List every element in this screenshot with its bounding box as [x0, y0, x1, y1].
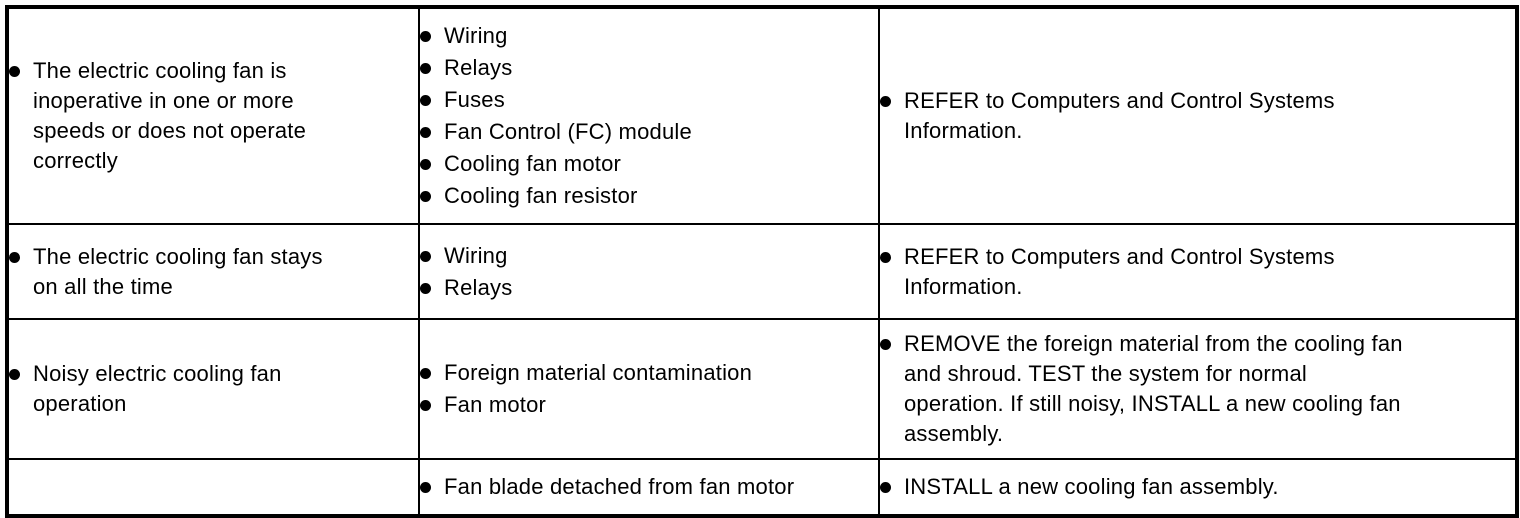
- bullet-icon: [420, 400, 431, 411]
- list-item: Cooling fan resistor: [420, 181, 868, 211]
- list-item-text: Cooling fan resistor: [444, 183, 638, 208]
- bullet-icon: [9, 369, 20, 380]
- possible-sources-cell: Foreign material contamination Fan motor: [418, 318, 880, 460]
- list-item: Wiring: [420, 241, 868, 271]
- condition-list: Noisy electric cooling fan operation: [9, 359, 408, 419]
- bullet-icon: [880, 251, 891, 263]
- bullet-icon: [420, 31, 431, 42]
- action-cell: REFER to Computers and Control Systems I…: [878, 6, 1518, 225]
- bullet-icon: [880, 339, 891, 350]
- bullet-icon: [420, 282, 431, 294]
- list-item-text: Noisy electric cooling fan operation: [33, 361, 282, 416]
- bullet-icon: [880, 482, 891, 493]
- list-item: Cooling fan motor: [420, 149, 868, 179]
- table-row: The electric cooling fan is inoperative …: [6, 6, 1518, 225]
- list-item: Fan Control (FC) module: [420, 117, 868, 147]
- bullet-icon: [880, 96, 891, 107]
- action-list: REMOVE the foreign material from the coo…: [880, 329, 1505, 449]
- action-cell: REFER to Computers and Control Systems I…: [878, 223, 1518, 320]
- sources-list: Fan blade detached from fan motor: [420, 472, 868, 502]
- list-item-text: Wiring: [444, 23, 508, 48]
- possible-sources-cell: Wiring Relays: [418, 223, 880, 320]
- table-row: The electric cooling fan stays on all th…: [6, 223, 1518, 320]
- list-item-text: The electric cooling fan stays on all th…: [33, 243, 323, 299]
- condition-cell: The electric cooling fan is inoperative …: [6, 6, 420, 225]
- list-item: Fan motor: [420, 390, 868, 420]
- table-row: Fan blade detached from fan motor INSTAL…: [6, 458, 1518, 517]
- list-item: REFER to Computers and Control Systems I…: [880, 242, 1505, 302]
- list-item-text: Fan Control (FC) module: [444, 119, 692, 144]
- action-list: INSTALL a new cooling fan assembly.: [880, 472, 1505, 502]
- action-list: REFER to Computers and Control Systems I…: [880, 86, 1505, 146]
- document-page: The electric cooling fan is inoperative …: [5, 5, 1519, 518]
- list-item-text: The electric cooling fan is inoperative …: [33, 58, 307, 173]
- list-item-text: Fan blade detached from fan motor: [444, 474, 795, 499]
- list-item-text: Fan motor: [444, 392, 547, 417]
- list-item: Foreign material contamination: [420, 358, 868, 388]
- possible-sources-cell: Fan blade detached from fan motor: [418, 458, 880, 517]
- bullet-icon: [420, 191, 431, 202]
- sources-list: Wiring Relays: [420, 241, 868, 303]
- table-row: Noisy electric cooling fan operation For…: [6, 318, 1518, 460]
- action-cell: REMOVE the foreign material from the coo…: [878, 318, 1518, 460]
- list-item: Fuses: [420, 85, 868, 115]
- condition-cell-empty: [6, 458, 420, 517]
- action-cell: INSTALL a new cooling fan assembly.: [878, 458, 1518, 517]
- list-item-text: REFER to Computers and Control Systems I…: [904, 88, 1335, 143]
- list-item: Fan blade detached from fan motor: [420, 472, 868, 502]
- sources-list: Wiring Relays Fuses Fan Control (FC) mod…: [420, 21, 868, 211]
- list-item: REFER to Computers and Control Systems I…: [880, 86, 1505, 146]
- bullet-icon: [420, 127, 431, 138]
- condition-cell: Noisy electric cooling fan operation: [6, 318, 420, 460]
- list-item-text: Fuses: [444, 87, 505, 112]
- list-item: INSTALL a new cooling fan assembly.: [880, 472, 1505, 502]
- list-item: Noisy electric cooling fan operation: [9, 359, 408, 419]
- sources-list: Foreign material contamination Fan motor: [420, 358, 868, 420]
- bullet-icon: [420, 482, 431, 493]
- list-item-text: Foreign material contamination: [444, 360, 753, 385]
- list-item-text: REMOVE the foreign material from the coo…: [904, 331, 1403, 446]
- list-item: REMOVE the foreign material from the coo…: [880, 329, 1505, 449]
- list-item: Wiring: [420, 21, 868, 51]
- bullet-icon: [9, 251, 20, 263]
- list-item-text: INSTALL a new cooling fan assembly.: [904, 474, 1279, 499]
- bullet-icon: [420, 95, 431, 106]
- bullet-icon: [420, 250, 431, 262]
- list-item-text: REFER to Computers and Control Systems I…: [904, 243, 1335, 299]
- list-item: Relays: [420, 273, 868, 303]
- condition-list: The electric cooling fan is inoperative …: [9, 56, 408, 176]
- condition-cell: The electric cooling fan stays on all th…: [6, 223, 420, 320]
- possible-sources-cell: Wiring Relays Fuses Fan Control (FC) mod…: [418, 6, 880, 225]
- list-item: Relays: [420, 53, 868, 83]
- diagnostic-table: The electric cooling fan is inoperative …: [5, 5, 1519, 518]
- bullet-icon: [9, 66, 20, 77]
- list-item-text: Relays: [444, 55, 513, 80]
- list-item: The electric cooling fan stays on all th…: [9, 242, 408, 302]
- list-item-text: Wiring: [444, 242, 508, 268]
- action-list: REFER to Computers and Control Systems I…: [880, 242, 1505, 302]
- condition-list: The electric cooling fan stays on all th…: [9, 242, 408, 302]
- bullet-icon: [420, 63, 431, 74]
- list-item: The electric cooling fan is inoperative …: [9, 56, 408, 176]
- bullet-icon: [420, 368, 431, 379]
- list-item-text: Cooling fan motor: [444, 151, 622, 176]
- list-item-text: Relays: [444, 274, 513, 300]
- bullet-icon: [420, 159, 431, 170]
